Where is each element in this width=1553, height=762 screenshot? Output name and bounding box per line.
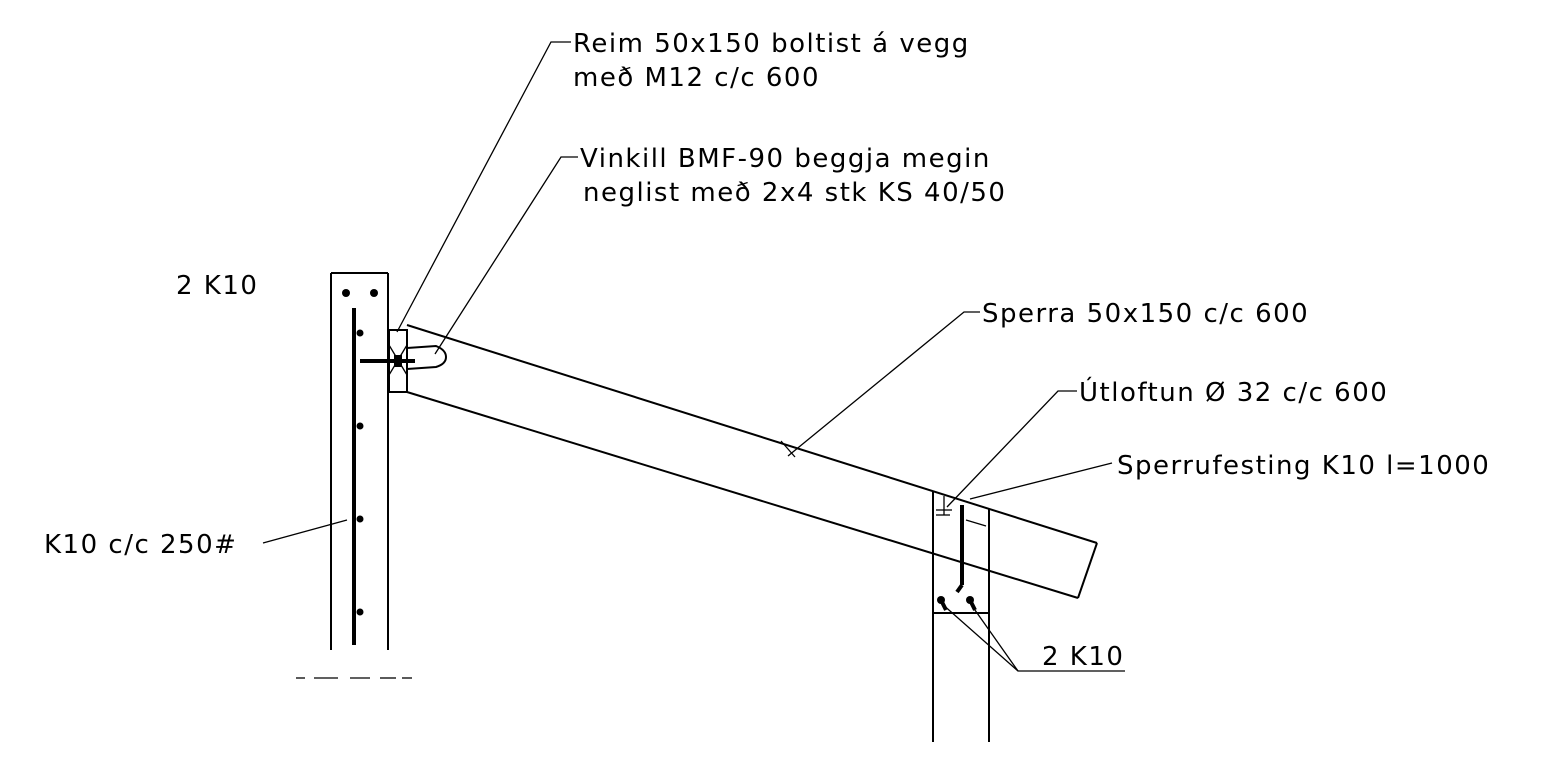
label-vinkill-line1: Vinkill BMF-90 beggja megin	[580, 144, 991, 174]
label-sperrufesting: Sperrufesting K10 l=1000	[1117, 451, 1490, 481]
left-wall	[296, 272, 412, 679]
label-vinkill-line2: neglist með 2x4 stk KS 40/50	[583, 178, 1006, 208]
label-wall-rebar: K10 c/c 250#	[44, 530, 237, 560]
leader-lines	[262, 41, 1125, 672]
wall-plate-reim	[360, 329, 448, 393]
label-left-top-rebar: 2 K10	[176, 271, 258, 301]
label-right-bottom-rebar: 2 K10	[1042, 642, 1124, 672]
angle-bracket-bmf90	[406, 344, 448, 370]
top-rebar-dot	[370, 289, 378, 297]
label-reim-line1: Reim 50x150 boltist á vegg	[573, 29, 970, 59]
label-sperra: Sperra 50x150 c/c 600	[982, 299, 1309, 329]
rafter-sperra	[406, 324, 1098, 599]
label-reim-line2: með M12 c/c 600	[573, 63, 820, 93]
label-utloftun: Útloftun Ø 32 c/c 600	[1079, 376, 1388, 408]
top-rebar-dot	[342, 289, 350, 297]
